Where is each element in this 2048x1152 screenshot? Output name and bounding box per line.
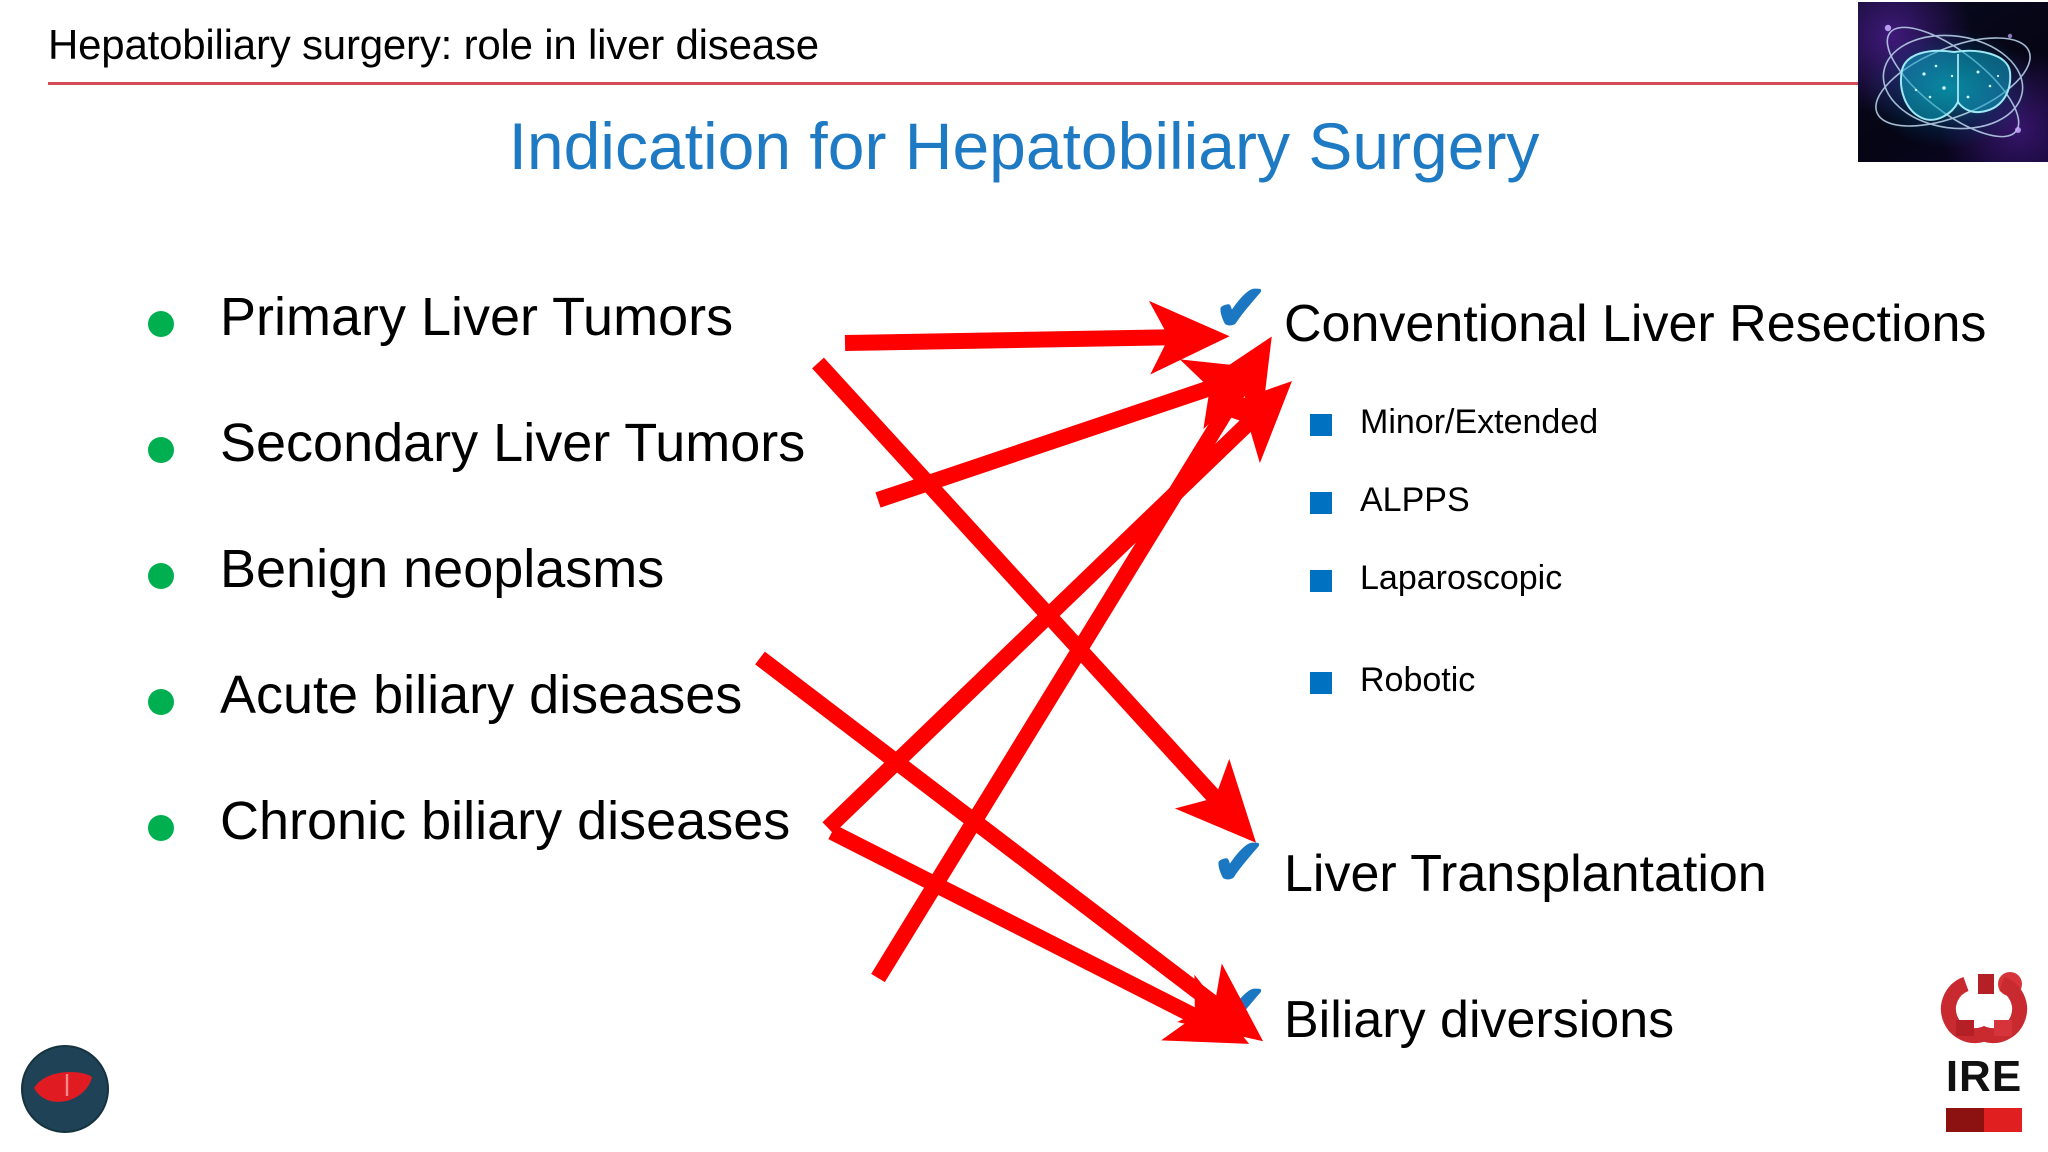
list-item: Acute biliary diseases (148, 666, 908, 792)
list-item-label: Laparoscopic (1360, 559, 1563, 597)
green-bullet-icon (148, 689, 174, 715)
list-item-label: Robotic (1360, 661, 1476, 699)
list-item: Secondary Liver Tumors (148, 414, 908, 540)
header-subtitle: Hepatobiliary surgery: role in liver dis… (48, 21, 819, 68)
list-item-label: Secondary Liver Tumors (220, 413, 806, 473)
ire-wordmark: IRE (1945, 1052, 2023, 1101)
list-item-label: Primary Liver Tumors (220, 287, 734, 347)
ire-logo: IRE (1936, 968, 2032, 1136)
list-item-label: Acute biliary diseases (220, 665, 743, 725)
green-bullet-icon (148, 437, 174, 463)
arrow-chronic-to-resection (871, 336, 1272, 983)
list-item: Benign neoplasms (148, 540, 908, 666)
list-item-label: Minor/Extended (1360, 403, 1599, 441)
treatment-heading: Biliary diversions (1284, 991, 1675, 1049)
blue-square-bullet-icon (1310, 414, 1332, 436)
indications-list: Primary Liver Tumors Secondary Liver Tum… (148, 288, 908, 918)
blue-square-bullet-icon (1310, 492, 1332, 514)
checkmark-icon: ✔ (1214, 272, 1268, 344)
liver-brand-logo-icon (1858, 2, 2048, 162)
list-item: Chronic biliary diseases (148, 792, 908, 918)
header-divider (48, 82, 1894, 85)
treatment-heading: Conventional Liver Resections (1284, 295, 1987, 353)
list-item-label: Chronic biliary diseases (220, 791, 791, 851)
liver-circle-logo-icon (20, 1044, 110, 1134)
ire-mark-icon (1940, 972, 2028, 1044)
list-item: Primary Liver Tumors (148, 288, 908, 414)
green-bullet-icon (148, 311, 174, 337)
treatment-heading: Liver Transplantation (1284, 845, 1767, 903)
checkmark-icon: ✔ (1214, 972, 1268, 1044)
blue-square-bullet-icon (1310, 570, 1332, 592)
arrow-secondary-to-resection (875, 359, 1268, 508)
ire-accent-bar (1946, 1108, 2022, 1132)
green-bullet-icon (148, 815, 174, 841)
page-title: Indication for Hepatobiliary Surgery (508, 109, 1540, 183)
checkmark-icon: ✔ (1212, 826, 1266, 898)
blue-square-bullet-icon (1310, 672, 1332, 694)
list-item-label: ALPPS (1360, 481, 1470, 519)
list-item-label: Benign neoplasms (220, 539, 665, 599)
green-bullet-icon (148, 563, 174, 589)
